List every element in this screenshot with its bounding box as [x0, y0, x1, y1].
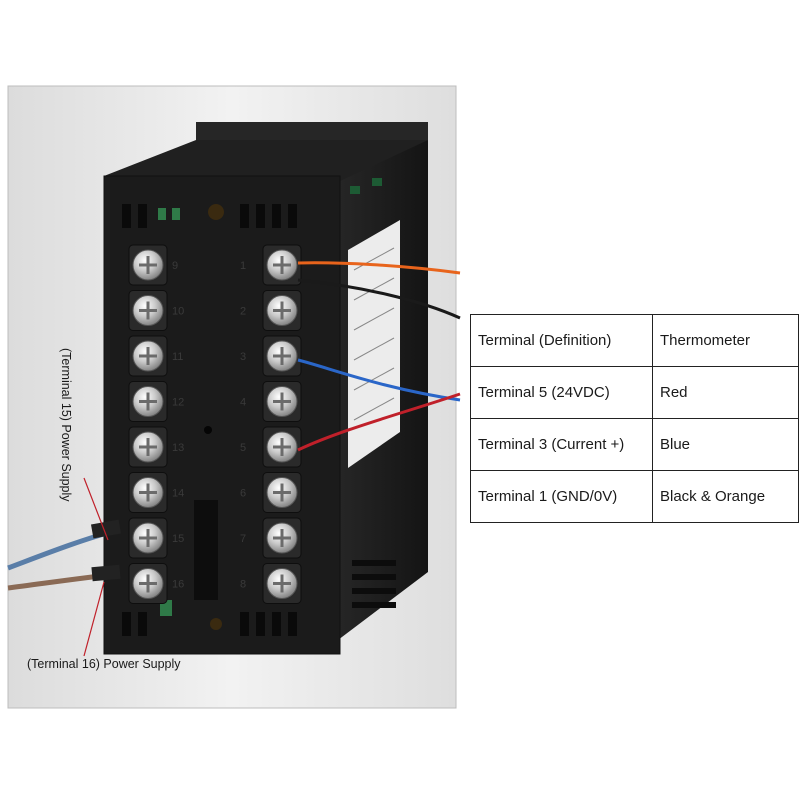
screw-slot — [139, 483, 157, 502]
screw-slot — [139, 392, 157, 411]
terminal-number: 16 — [172, 579, 184, 591]
terminal-number: 14 — [172, 488, 184, 500]
table-row: Terminal 1 (GND/0V)Black & Orange — [470, 470, 799, 523]
terminal-number: 7 — [240, 533, 246, 545]
screw-slot — [139, 529, 157, 547]
callout-15-pointer — [83, 477, 109, 541]
wire-color-cell: Red — [652, 366, 799, 419]
red-wire — [297, 392, 461, 452]
terminal-number: 13 — [172, 442, 184, 454]
terminal-number: 10 — [172, 306, 184, 318]
wire-color-cell: Blue — [652, 418, 799, 471]
screw-slot — [273, 574, 291, 593]
screw-slot — [139, 438, 157, 456]
right-terminal-block: 1 2 3 4 5 6 7 8 — [240, 244, 302, 604]
terminal-cell: Terminal (Definition) — [470, 314, 653, 367]
black-wire — [297, 278, 461, 320]
screw-slot — [273, 529, 291, 547]
terminal-cell: Terminal 1 (GND/0V) — [470, 470, 653, 523]
screw-slot — [273, 392, 291, 411]
wire-color-cell: Black & Orange — [652, 470, 799, 523]
terminal-number: 3 — [240, 351, 246, 363]
terminal-cell: Terminal 3 (Current +) — [470, 418, 653, 471]
terminal-number: 9 — [172, 260, 178, 272]
screw-slot — [273, 347, 291, 365]
orange-wire — [297, 261, 461, 275]
left-terminal-block: 9 10 11 12 13 14 15 16 — [128, 244, 184, 604]
terminal-number: 6 — [240, 488, 246, 500]
screw-slot — [273, 483, 291, 502]
screw-slot — [273, 438, 291, 456]
terminal-number: 15 — [172, 533, 184, 545]
terminal-16-callout: (Terminal 16) Power Supply — [27, 657, 181, 671]
wire-color-cell: Thermometer — [652, 314, 799, 367]
terminal-15-callout: (Terminal 15) Power Supply — [59, 348, 73, 502]
table-row: Terminal 5 (24VDC)Red — [470, 366, 799, 419]
screw-slot — [273, 256, 291, 274]
table-row: Terminal (Definition)Thermometer — [470, 314, 799, 367]
table-row: Terminal 3 (Current +)Blue — [470, 418, 799, 471]
screw-slot — [139, 347, 157, 365]
terminal-number: 8 — [240, 579, 246, 591]
terminal-cell: Terminal 5 (24VDC) — [470, 366, 653, 419]
terminal-number: 11 — [172, 351, 183, 363]
blue-wire — [297, 358, 461, 402]
screw-slot — [139, 256, 157, 274]
side-label — [348, 220, 400, 468]
callout-16-pointer — [83, 581, 105, 657]
terminal-number: 4 — [240, 397, 246, 409]
screw-slot — [273, 301, 291, 320]
terminal-number: 12 — [172, 397, 184, 409]
terminal-number: 2 — [240, 306, 246, 318]
terminal-number: 1 — [240, 260, 246, 272]
housing-top-face — [104, 140, 428, 186]
screw-slot — [139, 574, 157, 593]
terminal-number: 5 — [240, 442, 246, 454]
screw-slot — [139, 301, 157, 320]
